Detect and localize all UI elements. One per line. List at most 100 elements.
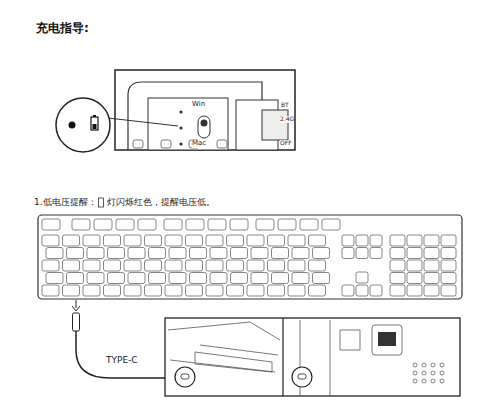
keycap xyxy=(210,248,227,259)
keycaps xyxy=(42,219,456,296)
vent-hole xyxy=(431,379,435,383)
keycap xyxy=(104,235,121,246)
keycap xyxy=(441,260,456,271)
keycap xyxy=(149,248,166,259)
keycap xyxy=(230,219,248,230)
keycap xyxy=(278,219,296,230)
vent-hole xyxy=(440,379,444,383)
usb-port xyxy=(298,374,306,379)
keycap xyxy=(46,248,63,259)
keycap xyxy=(256,219,274,230)
keycap xyxy=(251,273,268,284)
keycap xyxy=(190,273,207,284)
keycap xyxy=(72,219,90,230)
keycap xyxy=(145,260,162,271)
keycap xyxy=(342,285,354,296)
keycap xyxy=(268,260,285,271)
keycap xyxy=(288,235,305,246)
keycap xyxy=(300,219,318,230)
vent-holes xyxy=(413,363,444,383)
battery-icon xyxy=(99,198,104,207)
keycap xyxy=(186,235,203,246)
keycap xyxy=(83,235,100,246)
keycap xyxy=(441,235,456,246)
laptop-drawing xyxy=(168,322,280,372)
foot xyxy=(217,140,227,148)
os-label: Win xyxy=(192,101,205,109)
keycap xyxy=(356,248,368,259)
port-callout xyxy=(292,367,312,387)
port-callout xyxy=(175,367,195,387)
keycap xyxy=(272,273,289,284)
vent-hole xyxy=(422,363,426,367)
keycap xyxy=(83,260,100,271)
keycap xyxy=(309,235,326,246)
vent-hole xyxy=(413,379,417,383)
keycap xyxy=(441,248,456,259)
instruction-text: 灯闪烁红色，提醒电压低。 xyxy=(107,198,215,208)
laptop-edge xyxy=(195,352,272,372)
computer-panel xyxy=(165,318,460,396)
keycap xyxy=(165,260,182,271)
keycap xyxy=(342,235,354,246)
keycap xyxy=(247,285,264,296)
keycap xyxy=(128,248,145,259)
keycap xyxy=(186,260,203,271)
keycap xyxy=(424,235,439,246)
usb-port xyxy=(181,374,189,379)
keycap xyxy=(87,273,104,284)
keycap xyxy=(313,273,330,284)
keycap xyxy=(424,248,439,259)
switch-slider xyxy=(262,110,288,140)
keycap xyxy=(356,235,368,246)
keycap xyxy=(370,248,382,259)
keycap xyxy=(247,260,264,271)
switch-knob xyxy=(201,120,208,127)
keycap xyxy=(292,248,309,259)
type-c-plug xyxy=(73,313,80,331)
keycap xyxy=(83,285,100,296)
power-socket xyxy=(378,332,396,346)
keycap xyxy=(206,235,223,246)
keycap xyxy=(231,248,248,259)
keycap xyxy=(42,260,59,271)
foot xyxy=(133,140,143,148)
vent-hole xyxy=(422,371,426,375)
keycap xyxy=(292,273,309,284)
keycap xyxy=(169,273,186,284)
led-dot xyxy=(69,122,76,129)
battery-icon xyxy=(91,117,98,130)
keycap xyxy=(208,219,226,230)
panel-divider xyxy=(282,318,283,396)
keycap xyxy=(407,260,422,271)
keycap xyxy=(342,248,354,259)
keycap xyxy=(268,285,285,296)
keycap xyxy=(63,260,80,271)
keycap xyxy=(165,285,182,296)
keycap xyxy=(424,285,439,296)
keycap xyxy=(94,219,112,230)
keycap xyxy=(356,285,368,296)
vent-hole xyxy=(431,363,435,367)
keycap xyxy=(313,248,330,259)
keycap xyxy=(67,248,84,259)
keycap xyxy=(42,219,60,230)
keycap xyxy=(288,260,305,271)
keycap xyxy=(165,235,182,246)
keycap xyxy=(63,285,80,296)
keycap xyxy=(356,272,368,283)
keycap xyxy=(247,235,264,246)
title: 充电指导: xyxy=(36,22,89,35)
os-switch xyxy=(198,116,210,138)
keycap xyxy=(251,248,268,259)
keycap xyxy=(206,260,223,271)
keycap xyxy=(322,219,340,230)
keycap xyxy=(407,248,422,259)
keycap xyxy=(390,260,405,271)
battery-level xyxy=(93,124,97,129)
keycap xyxy=(67,273,84,284)
inset-frame xyxy=(115,70,295,150)
battery-tip xyxy=(93,115,96,117)
keycap xyxy=(210,273,227,284)
os-label: Mac xyxy=(192,140,206,148)
